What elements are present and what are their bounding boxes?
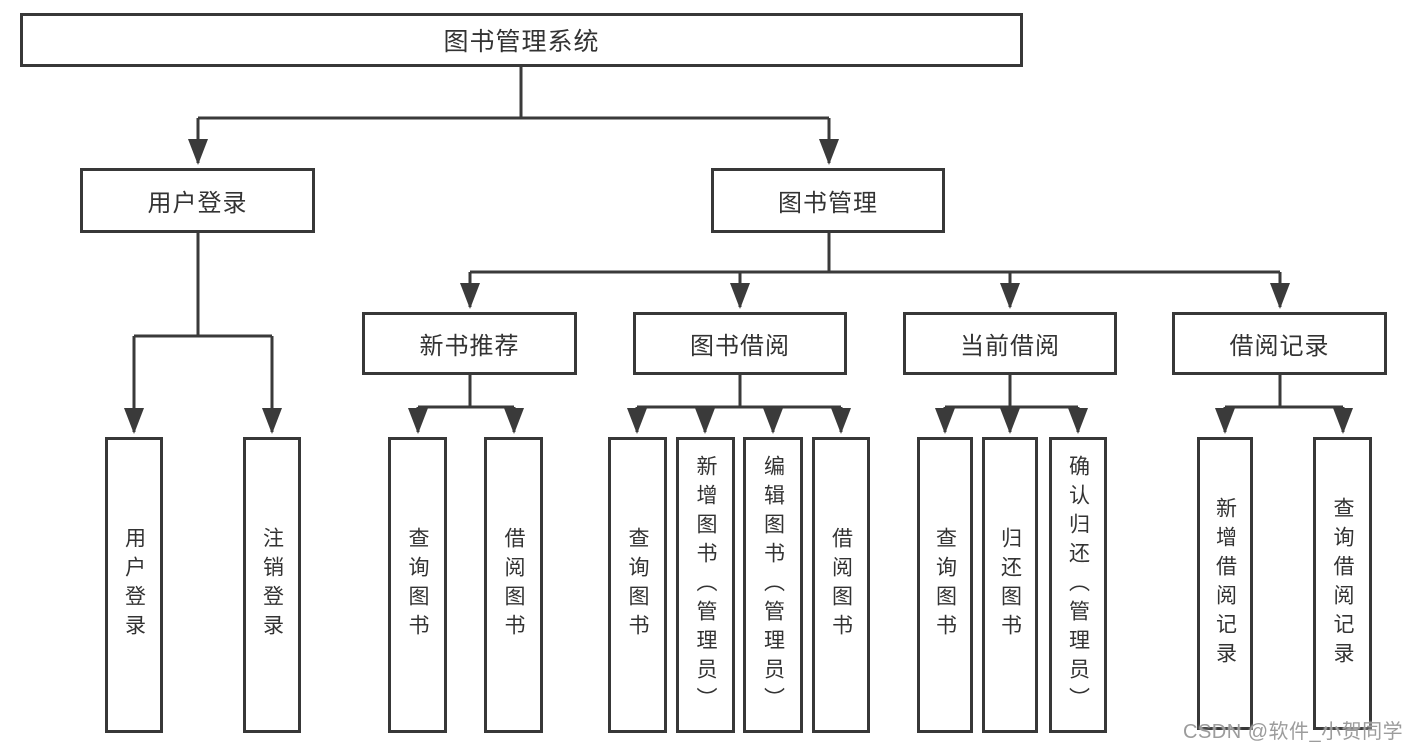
connector-currentborrow-branch: [935, 375, 1088, 434]
leaf-confirm-return-admin: 确认归还（管理员）: [1049, 437, 1107, 733]
connector-bookmgmt-to-level3: [460, 232, 1290, 309]
connector-borrowrecords-branch: [1215, 375, 1353, 434]
leaf-edit-books-admin: 编辑图书（管理员）: [743, 437, 803, 733]
leaf-borrow-books: 借阅图书: [812, 437, 870, 733]
leaf-query-borrow-record: 查询借阅记录: [1313, 437, 1372, 730]
leaf-add-borrow-record: 新增借阅记录: [1197, 437, 1253, 730]
leaf-query-books-current: 查询图书: [917, 437, 973, 733]
node-book-management: 图书管理: [711, 168, 945, 233]
leaf-query-books-borrow: 查询图书: [608, 437, 667, 733]
node-new-book-recommend: 新书推荐: [362, 312, 577, 375]
connector-bookborrow-branch: [627, 375, 851, 434]
node-user-login: 用户登录: [80, 168, 315, 233]
connector-newbooks-branch: [408, 375, 524, 434]
watermark-text: CSDN @软件_小贺同学: [1183, 721, 1404, 743]
leaf-logout-login: 注销登录: [243, 437, 301, 733]
connector-root-to-level2: [188, 66, 839, 165]
node-current-borrow: 当前借阅: [903, 312, 1117, 375]
node-root-library-system: 图书管理系统: [20, 13, 1023, 67]
leaf-add-books-admin: 新增图书（管理员）: [676, 437, 735, 733]
leaf-return-books: 归还图书: [982, 437, 1038, 733]
connector-userlogin-branch: [124, 232, 282, 434]
leaf-query-books-new: 查询图书: [388, 437, 447, 733]
leaf-user-login: 用户登录: [105, 437, 163, 733]
node-borrow-records: 借阅记录: [1172, 312, 1387, 375]
leaf-borrow-books-new: 借阅图书: [484, 437, 543, 733]
node-book-borrow: 图书借阅: [633, 312, 847, 375]
